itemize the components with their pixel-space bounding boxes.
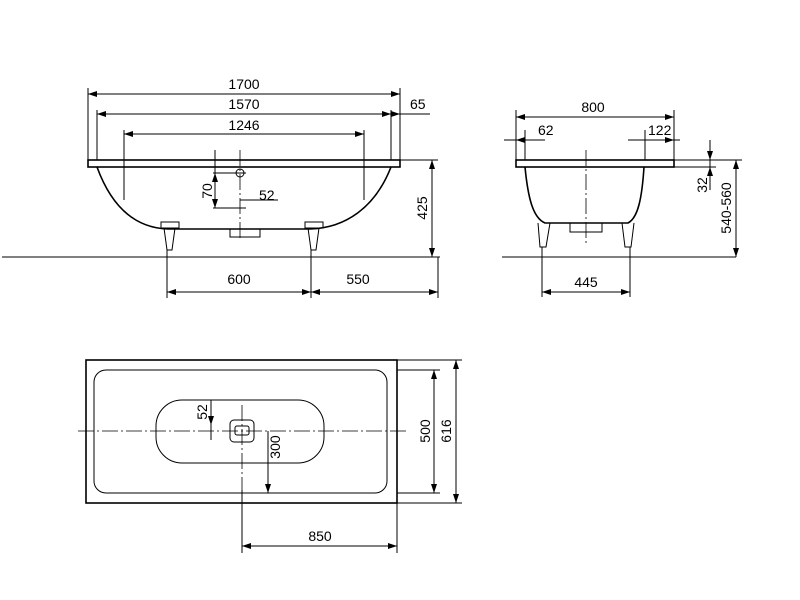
dim-drain-height: 70 — [199, 183, 215, 199]
dim-foot-spacing: 600 — [227, 271, 251, 287]
dim-floor-length: 1246 — [228, 117, 259, 133]
end-foot-left — [537, 222, 551, 257]
dim-inner-width: 500 — [417, 419, 433, 443]
drain-body — [229, 228, 261, 238]
tub-inner-outline — [93, 369, 388, 494]
dim-foot-to-end: 550 — [346, 271, 370, 287]
foot-left — [160, 221, 180, 257]
dim-top-drain-offset: 52 — [194, 404, 210, 420]
dim-end-foot-spacing: 445 — [574, 274, 598, 290]
end-view: 800 62 122 32 540-560 445 — [502, 99, 742, 297]
dim-drain-offset: 52 — [259, 187, 275, 203]
end-body-outline — [524, 166, 645, 224]
tub-outer-outline — [85, 359, 398, 504]
foot-right — [304, 221, 324, 257]
dim-left-rim: 62 — [538, 122, 554, 138]
dim-width: 800 — [581, 99, 605, 115]
tub-floor-outline — [155, 399, 325, 464]
dim-inner-length: 1570 — [228, 96, 259, 112]
dim-right-rim: 122 — [648, 122, 672, 138]
top-view: 52 300 500 616 850 — [78, 359, 462, 553]
tub-body-outline — [96, 166, 392, 230]
dim-drain-to-edge: 300 — [267, 435, 283, 459]
dim-rim-height: 32 — [694, 177, 710, 193]
dim-outer-width: 616 — [438, 419, 454, 443]
end-foot-right — [621, 222, 635, 257]
end-rim — [515, 159, 675, 168]
dim-total-height: 540-560 — [718, 182, 734, 234]
dim-total-length: 1700 — [228, 76, 259, 92]
dim-center-to-end: 850 — [308, 528, 332, 544]
tub-rim — [87, 159, 401, 168]
end-drain-body — [569, 222, 603, 233]
dim-rim-offset: 65 — [410, 96, 426, 112]
side-view: 1700 1570 65 1246 70 52 425 600 550 — [2, 76, 440, 298]
dim-height: 425 — [414, 196, 430, 220]
